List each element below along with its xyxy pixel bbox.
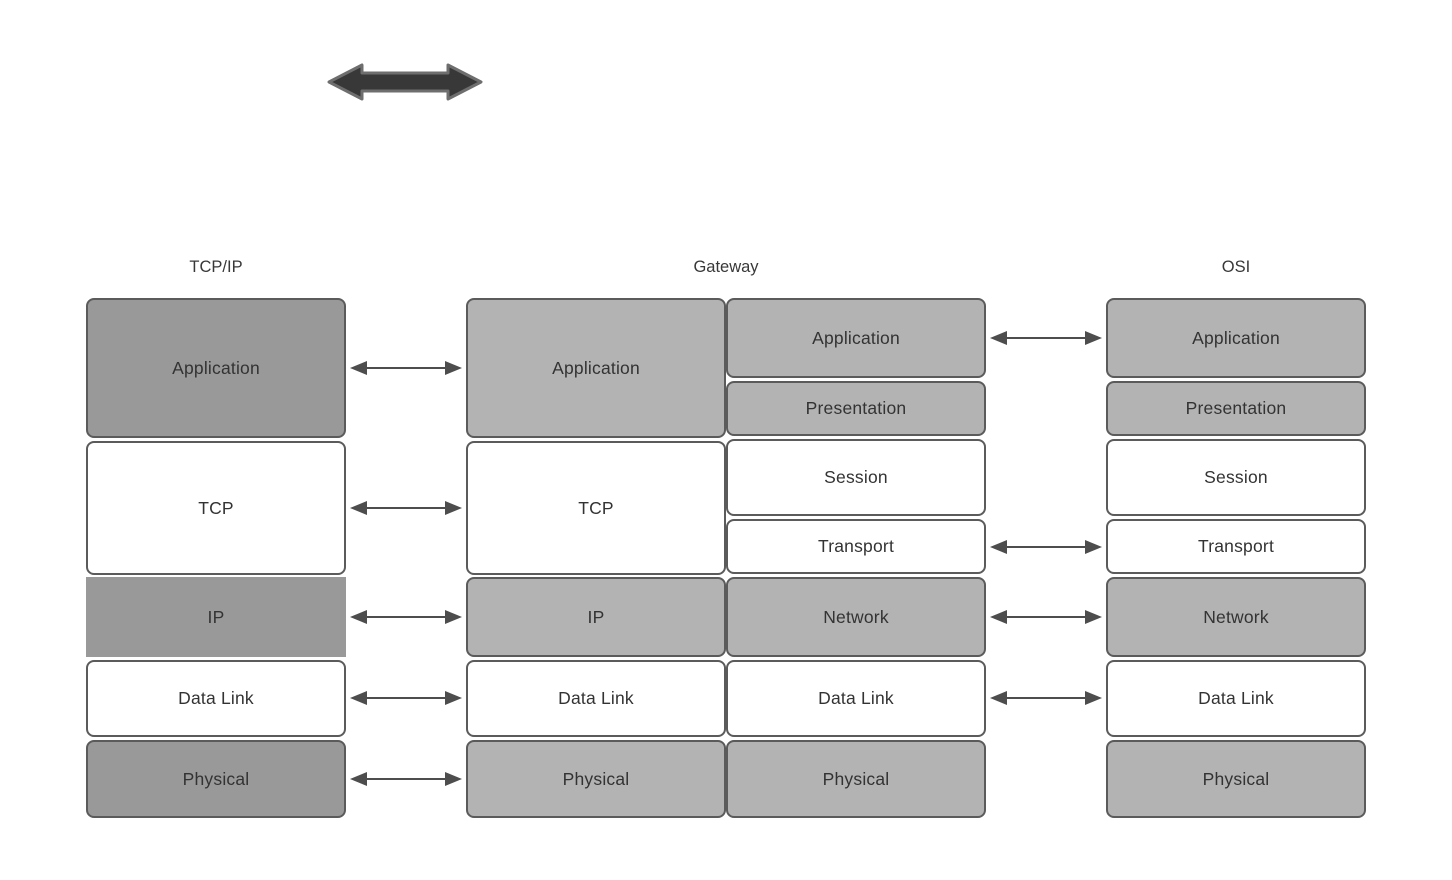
box-label: Data Link [558, 688, 634, 708]
header-osi: OSI [1221, 257, 1251, 276]
gateway-right-presentation-box: Presentation [726, 381, 986, 436]
box-label: Application [812, 327, 900, 348]
box-label: Session [1204, 467, 1268, 487]
box-label: Transport [817, 536, 895, 556]
box-label: Application [1192, 327, 1280, 348]
box-label: IP [587, 606, 605, 627]
gateway-left-physical-box: Physical [466, 740, 726, 818]
gateway-right-datalink-box: Data Link [726, 660, 986, 737]
gateway-left-tcp-box: TCP [466, 441, 726, 575]
osi-session-box: Session [1106, 439, 1366, 516]
osi-transport-box: Transport [1106, 519, 1366, 574]
osi-presentation-box: Presentation [1106, 381, 1366, 436]
gateway-right-physical-box: Physical [726, 740, 986, 818]
osi-application-box: Application [1106, 298, 1366, 378]
gateway-right-application-box: Application [726, 298, 986, 378]
osi-datalink-box: Data Link [1106, 660, 1366, 737]
gateway-right-transport-box: Transport [726, 519, 986, 574]
connector-arrow-ip-left-icon [350, 610, 462, 624]
connector-arrow-network-right-icon [990, 610, 1102, 624]
box-label: Data Link [178, 688, 254, 708]
box-label: Network [1203, 606, 1269, 627]
box-label: Network [823, 606, 889, 627]
gateway-left-datalink-box: Data Link [466, 660, 726, 737]
tcpip-tcp-box: TCP [86, 441, 346, 575]
connector-arrow-application-right-icon [990, 331, 1102, 345]
box-label: Transport [1197, 536, 1275, 556]
box-label: Data Link [818, 688, 894, 708]
box-label: Physical [1202, 768, 1270, 789]
box-label: Application [552, 357, 640, 378]
box-label: Physical [562, 768, 630, 789]
box-label: Presentation [805, 398, 907, 418]
header-tcpip: TCP/IP [189, 257, 243, 276]
gateway-right-network-box: Network [726, 577, 986, 657]
box-label: TCP [198, 497, 234, 518]
connector-arrow-transport-right-icon [990, 540, 1102, 554]
tcpip-physical-box: Physical [86, 740, 346, 818]
gateway-right-session-box: Session [726, 439, 986, 516]
tcpip-ip-box: IP [86, 577, 346, 657]
box-label: Application [172, 357, 260, 378]
gateway-left-application-box: Application [466, 298, 726, 438]
connector-arrow-datalink-right-icon [990, 691, 1102, 705]
gateway-left-ip-box: IP [466, 577, 726, 657]
tcpip-application-box: Application [86, 298, 346, 438]
box-label: IP [207, 606, 225, 627]
box-label: TCP [578, 497, 614, 518]
osi-physical-box: Physical [1106, 740, 1366, 818]
connector-arrow-physical-left-icon [350, 772, 462, 786]
double-arrow-icon [327, 63, 483, 101]
osi-network-box: Network [1106, 577, 1366, 657]
header-gateway: Gateway [693, 257, 759, 276]
connector-arrow-datalink-left-icon [350, 691, 462, 705]
box-label: Data Link [1198, 688, 1274, 708]
box-label: Presentation [1185, 398, 1287, 418]
connector-arrow-tcp-left-icon [350, 501, 462, 515]
box-label: Physical [822, 768, 890, 789]
box-label: Session [824, 467, 888, 487]
tcpip-datalink-box: Data Link [86, 660, 346, 737]
box-label: Physical [182, 768, 250, 789]
connector-arrow-application-left-icon [350, 361, 462, 375]
